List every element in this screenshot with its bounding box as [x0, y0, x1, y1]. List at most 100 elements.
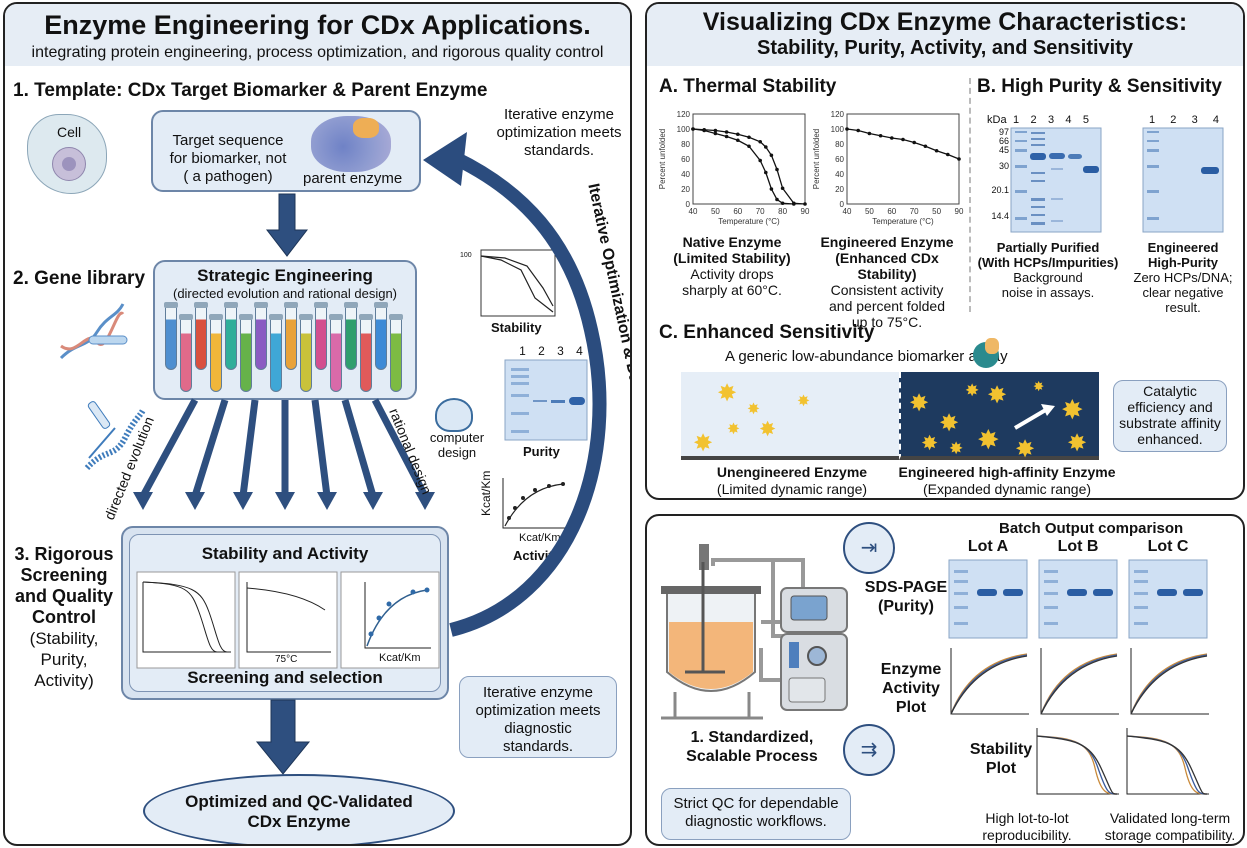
signal-star-icon: ✸	[909, 390, 929, 417]
gel2-desc-1: Zero HCPs/DNA;	[1133, 270, 1233, 285]
assay-strip-unengineered	[681, 372, 899, 460]
test-tube	[179, 314, 193, 392]
test-tube	[239, 314, 253, 392]
fan-arrow-head	[317, 492, 337, 510]
fan-arrow-shaft	[239, 399, 259, 497]
parent-enzyme-icon	[311, 116, 391, 172]
screen-temp-label: 75°C	[275, 654, 298, 665]
left-panel: Enzyme Engineering for CDx Applications.…	[3, 2, 632, 846]
right-title-2: Stability, Purity, Activity, and Sensiti…	[756, 37, 1133, 59]
engineered-assay-sub: (Expanded dynamic range)	[922, 481, 1092, 497]
parent-enzyme-label: parent enzyme	[303, 170, 403, 187]
lane-label: 4	[1065, 114, 1072, 126]
test-tube	[194, 302, 208, 370]
down-arrow-1	[265, 193, 309, 257]
gel1-markers: 97 66 45 30 20.1 14.4	[981, 128, 1009, 221]
row-act-3: Plot	[895, 699, 927, 716]
dna-icon	[59, 303, 128, 360]
lane-label: 1	[1149, 114, 1156, 126]
test-tube	[374, 302, 388, 370]
x-tick-label: 40	[843, 207, 852, 216]
bioreactor-icon	[661, 544, 783, 720]
lane-label: 2	[538, 344, 545, 358]
gel1-desc-1: Background	[1013, 270, 1083, 285]
fan-arrow-head	[275, 492, 295, 510]
target-text-line1: Target sequence	[172, 132, 284, 149]
data-point	[702, 128, 706, 133]
marker-label: 30	[998, 161, 1009, 171]
ladder-band	[1134, 580, 1148, 583]
engineered-assay-title: Engineered high-affinity Enzyme	[898, 464, 1116, 480]
fan-arrow-head	[415, 492, 435, 510]
data-point	[758, 139, 762, 144]
gel2-title-1: Engineered	[1147, 240, 1219, 255]
data-point	[769, 153, 774, 158]
test-tube	[209, 314, 223, 392]
data-point	[780, 186, 785, 191]
sample-band	[1183, 589, 1203, 596]
bottom-note-line4: standards.	[502, 738, 574, 755]
x-tick-label: 50	[711, 207, 720, 216]
callout-line4: enhanced.	[1137, 431, 1203, 447]
final-line1: Optimized and QC-Validated	[185, 792, 413, 811]
process-label-2: Scalable Process	[686, 748, 818, 765]
step2-heading: 2. Gene library	[13, 268, 146, 289]
sample-band	[1003, 589, 1023, 596]
fan-arrow-shaft	[191, 398, 229, 498]
lane-label: 2	[1030, 114, 1037, 126]
ladder-band	[1134, 592, 1148, 595]
y-tick-label: 20	[835, 185, 844, 194]
lot-activity-plot	[950, 648, 1029, 715]
top-note-line2: optimization meets	[496, 124, 622, 141]
y-tick-label: 120	[831, 110, 845, 119]
step3-heading: 3. Rigorous Screening and Quality Contro…	[9, 544, 119, 691]
lot-gel	[948, 559, 1028, 639]
dna-edit-icon	[84, 401, 146, 471]
gel1-title-2: (With HCPs/Impurities)	[977, 255, 1119, 270]
engineered-desc-2: and percent folded	[829, 298, 945, 314]
batch-title: Batch Output comparison	[999, 520, 1184, 537]
lane-label: 3	[1191, 114, 1198, 126]
test-tube-rack	[164, 302, 409, 396]
sample-band	[977, 589, 997, 596]
ladder-band	[954, 622, 968, 625]
data-point	[691, 127, 695, 131]
marker-label: 20.1	[991, 185, 1009, 195]
bottom-note-line3: diagnostic	[504, 720, 572, 737]
mini-ytick-100: 100	[460, 252, 472, 259]
signal-star-icon: ✸	[1061, 394, 1084, 425]
activity-curve	[1130, 653, 1208, 715]
marker-label: 14.4	[991, 211, 1009, 221]
data-point	[856, 128, 860, 133]
qc-note: Strict QC for dependable diagnostic work…	[661, 788, 851, 840]
assay-label: A generic low-abundance biomarker assay	[725, 348, 1008, 365]
data-point	[775, 197, 779, 202]
lane-label: 3	[1047, 114, 1055, 126]
y-tick-label: 100	[831, 125, 845, 134]
lot-activity-plot	[1040, 648, 1119, 715]
axes	[1126, 728, 1209, 795]
marker-label: 45	[998, 145, 1009, 155]
test-tube	[224, 302, 238, 370]
lot-label: Lot B	[1057, 538, 1099, 555]
note-right-2: storage compatibility.	[1104, 827, 1236, 843]
y-tick-label: 40	[681, 170, 690, 179]
step3-heading-3: and Quality	[14, 586, 113, 606]
callout-line2: efficiency and	[1127, 399, 1213, 415]
workflow-icon-top: ⇥	[843, 522, 895, 574]
data-point	[764, 145, 768, 149]
step3-sub-2: Purity,	[40, 650, 88, 669]
screen-kcat-label: Kcat/Km	[379, 652, 421, 664]
fan-arrow-head	[363, 492, 383, 510]
native-desc-2: sharply at 60°C.	[682, 282, 782, 298]
plot-frame	[692, 113, 806, 205]
row-act-2: Activity	[882, 680, 940, 697]
strategic-title: Strategic Engineering	[197, 266, 373, 285]
y-tick-label: 60	[835, 155, 844, 164]
cell-label: Cell	[57, 124, 82, 140]
y-axis-label: Percent unfolded	[658, 129, 667, 190]
data-point	[946, 152, 950, 157]
data-point	[713, 128, 718, 133]
left-header: Enzyme Engineering for CDx Applications.…	[5, 4, 630, 66]
